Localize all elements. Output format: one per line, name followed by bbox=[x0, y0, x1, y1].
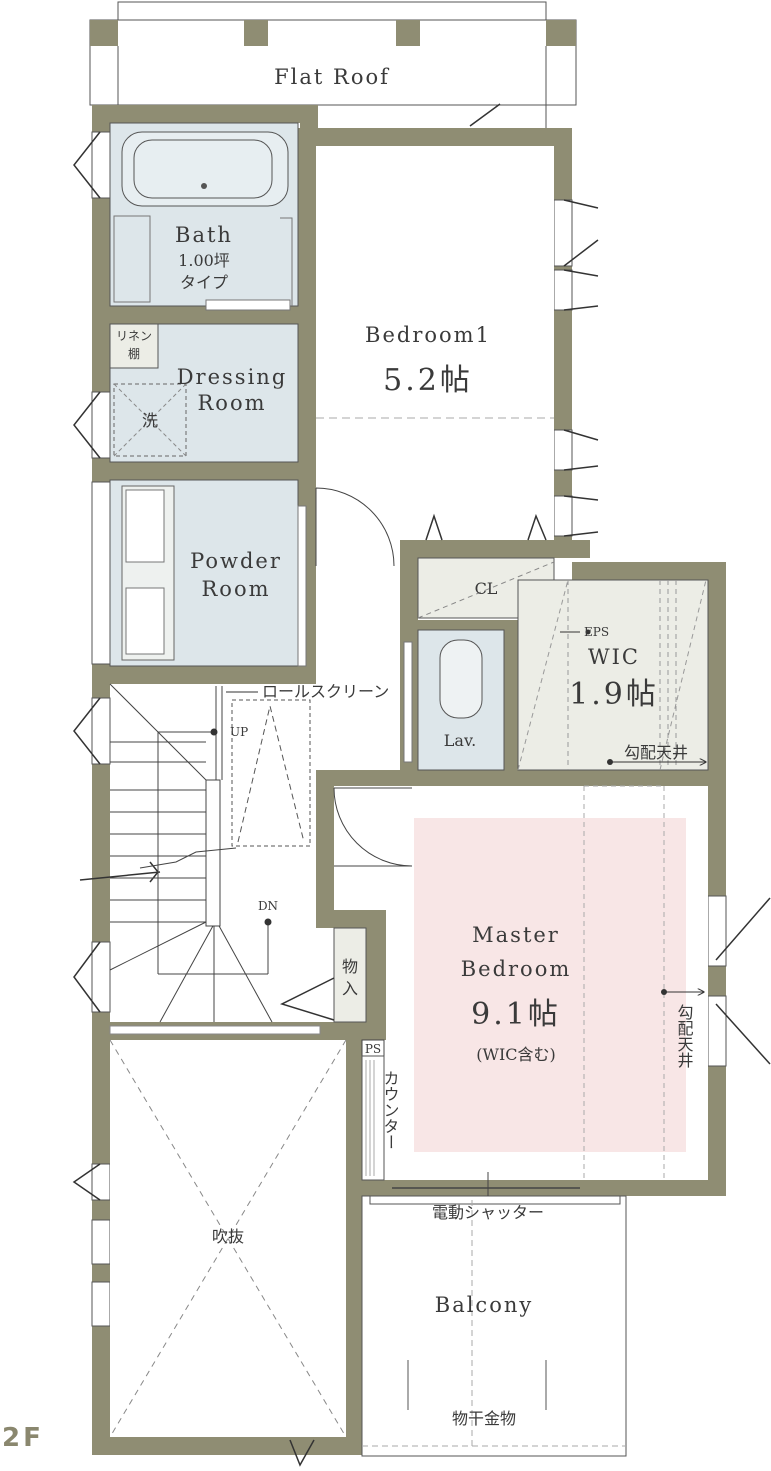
bathtub-inner bbox=[133, 139, 273, 199]
master-highlight bbox=[414, 818, 686, 1152]
master-size: 9.1帖 bbox=[471, 997, 561, 1032]
bedroom1-door bbox=[315, 487, 395, 567]
stairs bbox=[109, 683, 273, 1023]
linen-shelf bbox=[109, 323, 159, 369]
master-label-1: Master bbox=[472, 923, 560, 947]
counter-label: カウンター bbox=[381, 1070, 400, 1150]
dressing-label-2: Room bbox=[197, 391, 266, 415]
toilet bbox=[439, 639, 483, 719]
wic-size: 1.9帖 bbox=[569, 677, 659, 712]
wic-ceiling-label: 勾配天井 bbox=[624, 743, 688, 762]
flat-roof-label: Flat Roof bbox=[274, 65, 390, 89]
void-label: 吹抜 bbox=[212, 1227, 244, 1246]
shutter-label: 電動シャッター bbox=[432, 1203, 544, 1222]
storage-label-2: 入 bbox=[342, 979, 358, 998]
balcony-label: Balcony bbox=[435, 1293, 533, 1317]
ps-label: PS bbox=[365, 1042, 381, 1056]
void-area bbox=[110, 1040, 346, 1437]
master-door bbox=[333, 787, 413, 867]
bedroom1-size: 5.2帖 bbox=[383, 363, 473, 398]
roll-screen-label: ロールスクリーン bbox=[262, 682, 389, 701]
linen-label-1: リネン bbox=[116, 329, 152, 343]
master-note: (WIC含む) bbox=[476, 1045, 556, 1064]
flat-roof bbox=[89, 1, 577, 128]
roll-screen-area bbox=[231, 699, 311, 847]
floor-label: 2F bbox=[2, 1423, 44, 1453]
powder-label-1: Powder bbox=[190, 549, 282, 573]
dressing-label-1: Dressing bbox=[177, 365, 288, 389]
sloped-ceiling-vertical-label: 勾配天井 bbox=[675, 1004, 694, 1068]
powder-label-2: Room bbox=[201, 577, 270, 601]
eps-label: EPS bbox=[584, 625, 609, 639]
left-window-swings bbox=[72, 131, 161, 1201]
wic-area bbox=[517, 579, 709, 771]
stair-up-label: UP bbox=[230, 725, 248, 739]
counter bbox=[361, 1055, 385, 1181]
bath-size-label: 1.00坪 bbox=[178, 251, 230, 270]
bedroom1-label: Bedroom1 bbox=[365, 323, 491, 347]
bathtub bbox=[121, 131, 289, 207]
master-label-2: Bedroom bbox=[461, 957, 572, 981]
lav-label: Lav. bbox=[444, 731, 476, 750]
wic-label: WIC bbox=[588, 645, 640, 669]
balcony bbox=[361, 1195, 627, 1457]
right-window-swings bbox=[289, 103, 771, 1467]
drying-rack-label: 物干金物 bbox=[452, 1409, 516, 1428]
bedroom1-area bbox=[316, 146, 554, 540]
storage-label-1: 物 bbox=[342, 957, 358, 976]
wic-slope-lines bbox=[517, 579, 707, 771]
washer bbox=[113, 383, 187, 457]
stair-down-label: DN bbox=[258, 899, 278, 913]
linen-label-2: 棚 bbox=[128, 346, 140, 361]
closet-label: CL bbox=[475, 579, 498, 598]
right-windows bbox=[553, 199, 727, 1067]
washer-label: 洗 bbox=[142, 411, 158, 430]
bath-type-label: タイプ bbox=[180, 273, 228, 292]
bath-label: Bath bbox=[175, 223, 233, 247]
storage-closet bbox=[333, 927, 367, 1023]
